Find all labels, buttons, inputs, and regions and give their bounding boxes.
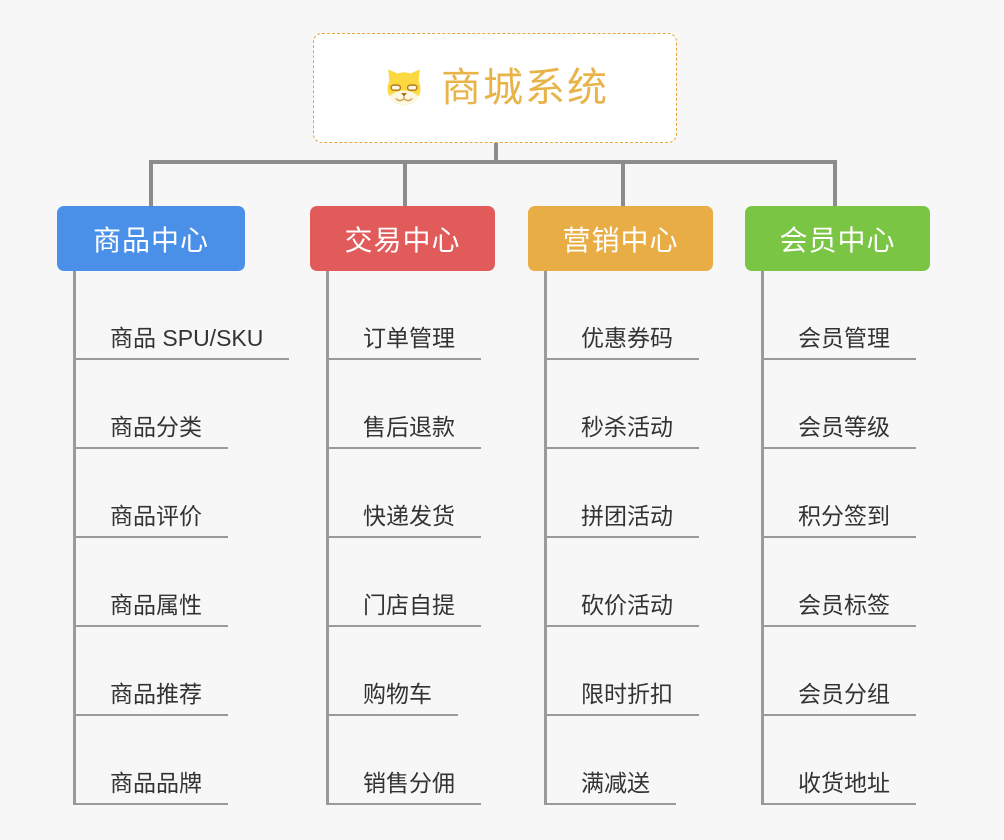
leaf-item[interactable]: 门店自提 (329, 538, 495, 627)
leaf-label: 商品 SPU/SKU (76, 325, 290, 360)
leaf-label: 限时折扣 (547, 681, 699, 716)
leaf-label: 商品分类 (76, 414, 228, 449)
branch-header-label-2: 交易中心 (344, 224, 461, 256)
branch-column-2: 交易中心 订单管理 售后退款 快递发货 门店自提 购物车 销售分佣 (310, 206, 495, 805)
branch-column-1: 商品中心 商品 SPU/SKU 商品分类 商品评价 商品属性 商品推荐 商品品牌 (57, 206, 290, 805)
leaf-item[interactable]: 优惠券码 (547, 271, 713, 360)
leaf-item[interactable]: 商品评价 (76, 449, 245, 538)
branch-header-label-1: 商品中心 (92, 224, 209, 256)
branch-column-3: 营销中心 优惠券码 秒杀活动 拼团活动 砍价活动 限时折扣 满减送 (528, 206, 713, 805)
branch-header-4[interactable]: 会员中心 (745, 206, 930, 271)
leaf-label: 会员等级 (764, 414, 916, 449)
leaf-label: 售后退款 (329, 414, 481, 449)
branch-header-3[interactable]: 营销中心 (528, 206, 713, 271)
leaf-list-3: 优惠券码 秒杀活动 拼团活动 砍价活动 限时折扣 满减送 (544, 271, 713, 805)
leaf-label: 满减送 (547, 770, 676, 805)
leaf-label: 优惠券码 (547, 325, 699, 360)
leaf-label: 砍价活动 (547, 592, 699, 627)
branch-column-4: 会员中心 会员管理 会员等级 积分签到 会员标签 会员分组 收货地址 (745, 206, 930, 805)
leaf-item[interactable]: 会员管理 (764, 271, 930, 360)
leaf-spine-3 (544, 271, 547, 805)
leaf-item[interactable]: 积分签到 (764, 449, 930, 538)
leaf-item[interactable]: 商品分类 (76, 360, 245, 449)
connector-horizontal-bus (149, 160, 837, 164)
leaf-item[interactable]: 购物车 (329, 627, 495, 716)
leaf-item[interactable]: 收货地址 (764, 716, 930, 805)
leaf-item[interactable]: 会员分组 (764, 627, 930, 716)
leaf-item[interactable]: 限时折扣 (547, 627, 713, 716)
connector-drop-4 (833, 160, 837, 208)
leaf-label: 收货地址 (764, 770, 916, 805)
leaf-item[interactable]: 满减送 (547, 716, 713, 805)
leaf-label: 购物车 (329, 681, 458, 716)
branch-header-label-3: 营销中心 (562, 224, 679, 256)
leaf-list-2: 订单管理 售后退款 快递发货 门店自提 购物车 销售分佣 (326, 271, 495, 805)
leaf-item[interactable]: 销售分佣 (329, 716, 495, 805)
leaf-item[interactable]: 订单管理 (329, 271, 495, 360)
leaf-list-1: 商品 SPU/SKU 商品分类 商品评价 商品属性 商品推荐 商品品牌 (73, 271, 290, 805)
leaf-spine-2 (326, 271, 329, 805)
leaf-spine-1 (73, 271, 76, 805)
leaf-label: 订单管理 (329, 325, 481, 360)
leaf-spine-4 (761, 271, 764, 805)
leaf-label: 快递发货 (329, 503, 481, 538)
leaf-label: 会员标签 (764, 592, 916, 627)
leaf-label: 门店自提 (329, 592, 481, 627)
leaf-item[interactable]: 商品推荐 (76, 627, 245, 716)
leaf-label: 商品评价 (76, 503, 228, 538)
leaf-item[interactable]: 会员标签 (764, 538, 930, 627)
connector-drop-3 (621, 160, 625, 208)
leaf-label: 销售分佣 (329, 770, 481, 805)
connector-root-stem (494, 143, 498, 164)
leaf-label: 商品品牌 (76, 770, 228, 805)
leaf-item[interactable]: 会员等级 (764, 360, 930, 449)
leaf-label: 拼团活动 (547, 503, 699, 538)
branch-header-2[interactable]: 交易中心 (310, 206, 495, 271)
leaf-item[interactable]: 商品 SPU/SKU (76, 271, 290, 360)
leaf-label: 会员分组 (764, 681, 916, 716)
leaf-item[interactable]: 秒杀活动 (547, 360, 713, 449)
branch-header-1[interactable]: 商品中心 (57, 206, 245, 271)
connector-drop-1 (149, 160, 153, 208)
dog-face-icon (387, 69, 421, 106)
leaf-label: 秒杀活动 (547, 414, 699, 449)
branch-header-label-4: 会员中心 (779, 224, 896, 256)
leaf-item[interactable]: 砍价活动 (547, 538, 713, 627)
connector-drop-2 (403, 160, 407, 208)
leaf-label: 积分签到 (764, 503, 916, 538)
leaf-label: 商品推荐 (76, 681, 228, 716)
leaf-item[interactable]: 商品属性 (76, 538, 245, 627)
leaf-item[interactable]: 商品品牌 (76, 716, 245, 805)
leaf-label: 会员管理 (764, 325, 916, 360)
leaf-label: 商品属性 (76, 592, 228, 627)
leaf-item[interactable]: 拼团活动 (547, 449, 713, 538)
leaf-item[interactable]: 售后退款 (329, 360, 495, 449)
leaf-list-4: 会员管理 会员等级 积分签到 会员标签 会员分组 收货地址 (761, 271, 930, 805)
leaf-item[interactable]: 快递发货 (329, 449, 495, 538)
root-title: 商城系统 (441, 66, 609, 110)
root-node[interactable]: 商城系统 (313, 33, 677, 143)
